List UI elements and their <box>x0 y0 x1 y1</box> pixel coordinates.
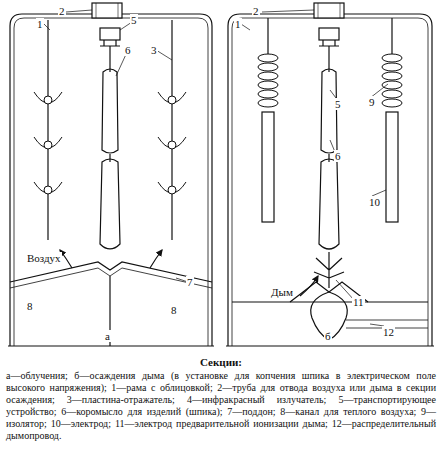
insulator-disc <box>382 99 402 107</box>
ir-emitter <box>168 141 176 149</box>
callout-number: 1 <box>36 18 44 30</box>
insulator-disc <box>382 54 402 62</box>
title: Секции: <box>0 356 442 368</box>
callout-number: 2 <box>252 5 260 17</box>
reflector <box>158 92 186 103</box>
part-label: Дым <box>270 286 294 298</box>
reflector <box>34 137 62 148</box>
insulator-disc <box>382 81 402 89</box>
insulator-disc <box>382 90 402 98</box>
reflector <box>158 182 186 193</box>
ir-emitter <box>44 96 52 104</box>
insulator-disc <box>258 63 278 71</box>
insulator-disc <box>382 63 402 71</box>
part-label: б <box>324 330 332 342</box>
ir-emitter <box>44 186 52 194</box>
ir-emitter <box>44 141 52 149</box>
reflector <box>34 92 62 103</box>
insulator-disc <box>258 99 278 107</box>
callout-number: 6 <box>124 44 132 56</box>
callout-number: 2 <box>58 5 66 17</box>
insulator-disc <box>258 90 278 98</box>
insulator-disc <box>382 72 402 80</box>
ir-emitter <box>168 96 176 104</box>
callout-number: 1 <box>234 18 242 30</box>
reflector <box>158 137 186 148</box>
callout-number: 7 <box>186 276 194 288</box>
insulator-disc <box>258 72 278 80</box>
callout-number: 5 <box>334 98 342 110</box>
ir-emitter <box>168 186 176 194</box>
reflector <box>34 182 62 193</box>
insulator-disc <box>258 81 278 89</box>
callout-number: 9 <box>368 96 376 108</box>
callout-number: 10 <box>368 196 381 208</box>
part-label: а <box>104 330 111 342</box>
callout-number: 5 <box>130 14 138 26</box>
callout-number: 8 <box>170 304 178 316</box>
part-label: Воздух <box>26 252 62 264</box>
callout-number: 12 <box>382 326 395 338</box>
callout-number: 11 <box>352 296 365 308</box>
callout-number: 3 <box>150 44 158 56</box>
callout-number: 8 <box>26 300 34 312</box>
insulator-disc <box>258 54 278 62</box>
caption: а—облучения; б—осаждения дыма (в установ… <box>6 370 436 442</box>
callout-number: 6 <box>334 150 342 162</box>
